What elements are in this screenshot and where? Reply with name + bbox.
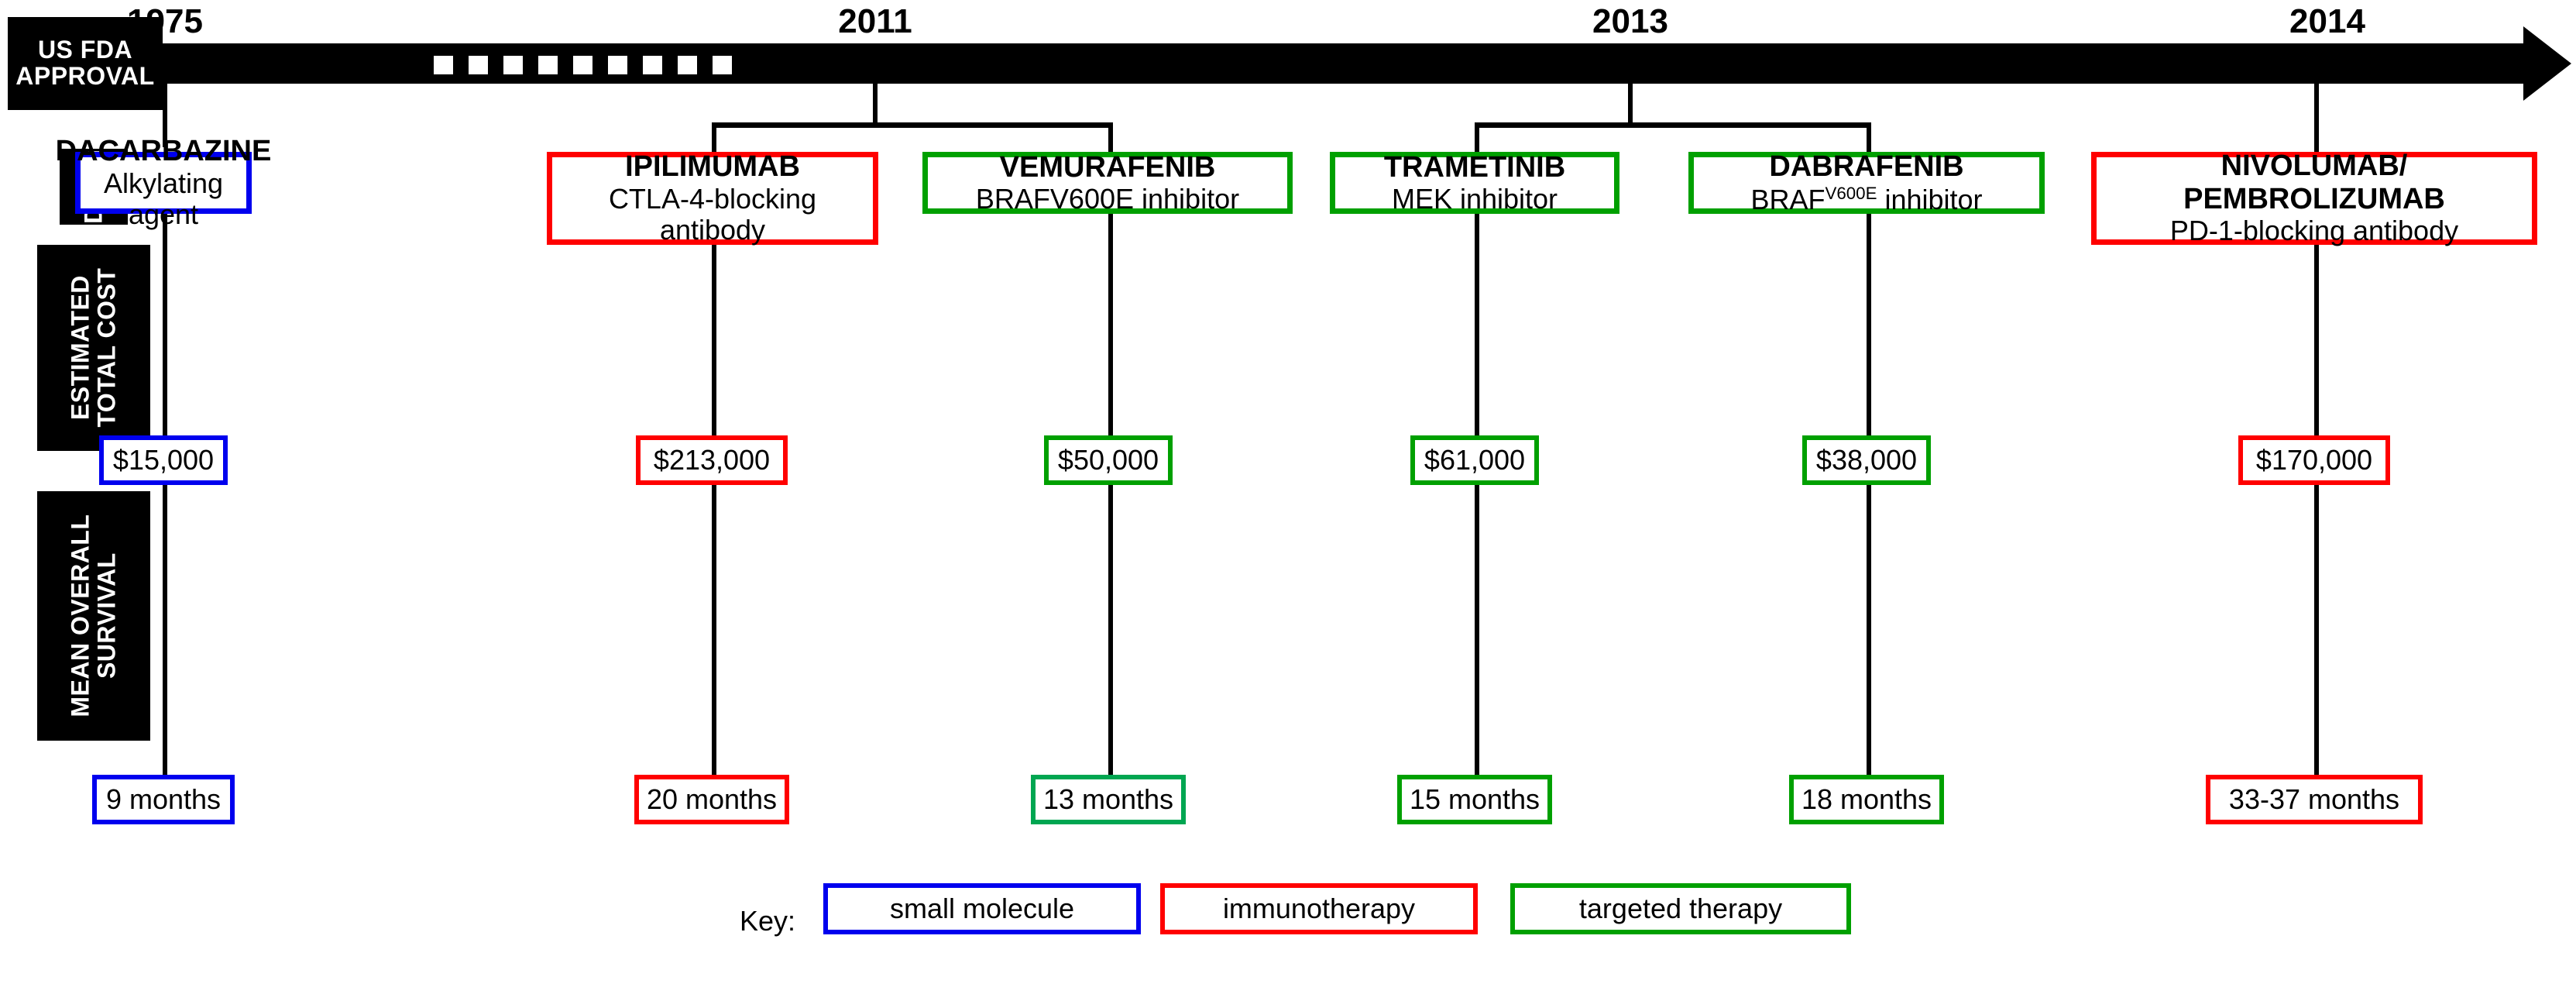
axis-title-block: US FDA APPROVAL bbox=[8, 17, 163, 110]
drug-box-dabrafenib[interactable]: DABRAFENIB BRAFV600E inhibitor bbox=[1688, 150, 2045, 215]
drug-box-ipilimumab[interactable]: IPILIMUMAB CTLA-4-blocking antibody bbox=[547, 150, 878, 246]
legend-item-small-molecule[interactable]: small molecule bbox=[823, 883, 1141, 934]
drug-name-dabrafenib: DABRAFENIB bbox=[1769, 150, 1964, 184]
connector-2014-stem bbox=[2314, 84, 2319, 152]
connector-2013-stem bbox=[1628, 84, 1633, 126]
cost-box-dabrafenib[interactable]: $38,000 bbox=[1802, 435, 1931, 485]
drug-box-trametinib[interactable]: TRAMETINIB MEK inhibitor bbox=[1330, 150, 1619, 215]
drug-class-dabrafenib-base: BRAF bbox=[1750, 183, 1826, 215]
cost-box-dacarbazine[interactable]: $15,000 bbox=[99, 435, 228, 485]
connector-2013-leg-trametinib bbox=[1475, 122, 1479, 152]
drug-class-trametinib: MEK inhibitor bbox=[1391, 183, 1558, 215]
drug-class-dabrafenib: BRAFV600E inhibitor bbox=[1750, 184, 1982, 215]
timeline-dash bbox=[538, 56, 558, 74]
timeline-dash bbox=[713, 56, 732, 74]
row-header-cost: ESTIMATED TOTAL COST bbox=[37, 245, 150, 451]
survival-box-ipilimumab[interactable]: 20 months bbox=[634, 775, 789, 824]
drug-name-vemurafenib: VEMURAFENIB bbox=[999, 150, 1216, 184]
drug-class-dabrafenib-sup: V600E bbox=[1825, 183, 1877, 203]
survival-box-dabrafenib[interactable]: 18 months bbox=[1789, 775, 1944, 824]
connector-1975-stem bbox=[163, 84, 167, 147]
connector-2013-leg-dabrafenib bbox=[1867, 122, 1871, 152]
cost-box-vemurafenib[interactable]: $50,000 bbox=[1044, 435, 1173, 485]
axis-title-line1: US FDA bbox=[37, 36, 133, 64]
cost-box-nivolumab-pembrolizumab[interactable]: $170,000 bbox=[2238, 435, 2390, 485]
connector-2011-crossbar bbox=[712, 122, 1113, 128]
timeline-dash bbox=[643, 56, 662, 74]
drug-name-pembrolizumab: PEMBROLIZUMAB bbox=[2183, 182, 2445, 215]
year-label-2013: 2013 bbox=[1592, 2, 1668, 40]
cost-box-ipilimumab[interactable]: $213,000 bbox=[636, 435, 788, 485]
drug-name-nivolumab: NIVOLUMAB/ bbox=[2221, 150, 2408, 183]
survival-box-dacarbazine[interactable]: 9 months bbox=[92, 775, 235, 824]
survival-box-trametinib[interactable]: 15 months bbox=[1397, 775, 1552, 824]
connector-2011-leg-vemurafenib bbox=[1108, 122, 1113, 152]
drug-name-dacarbazine: DACARBAZINE bbox=[55, 135, 272, 168]
timeline-dash bbox=[434, 56, 453, 74]
drug-class-nivolumab-pembrolizumab: PD-1-blocking antibody bbox=[2169, 215, 2459, 247]
drug-name-trametinib: TRAMETINIB bbox=[1383, 150, 1566, 184]
year-label-2011: 2011 bbox=[838, 2, 912, 40]
legend-item-immunotherapy[interactable]: immunotherapy bbox=[1160, 883, 1478, 934]
row-header-survival-line1: MEAN OVERALL bbox=[66, 514, 94, 717]
timeline-dash bbox=[503, 56, 523, 74]
row-header-cost-line1: ESTIMATED bbox=[66, 275, 94, 421]
legend-key-label: Key: bbox=[740, 905, 796, 937]
axis-title-line2: APPROVAL bbox=[15, 62, 155, 90]
legend-item-targeted-therapy[interactable]: targeted therapy bbox=[1510, 883, 1851, 934]
drug-class-ipilimumab: CTLA-4-blocking antibody bbox=[608, 182, 817, 246]
row-header-cost-line2: TOTAL COST bbox=[92, 268, 121, 428]
connector-2011-stem bbox=[873, 84, 878, 126]
row-header-survival: MEAN OVERALL SURVIVAL bbox=[37, 491, 150, 741]
timeline-dash bbox=[469, 56, 488, 74]
year-label-1975: 1975 bbox=[127, 2, 203, 40]
drug-name-ipilimumab: IPILIMUMAB bbox=[625, 150, 800, 184]
timeline-arrowhead bbox=[2523, 26, 2571, 101]
survival-box-nivolumab-pembrolizumab[interactable]: 33-37 months bbox=[2206, 775, 2423, 824]
row-header-survival-line2: SURVIVAL bbox=[92, 552, 120, 679]
timeline-dash bbox=[678, 56, 697, 74]
drug-box-nivolumab-pembrolizumab[interactable]: NIVOLUMAB/ PEMBROLIZUMAB PD-1-blocking a… bbox=[2091, 150, 2537, 247]
timeline-dash bbox=[573, 56, 592, 74]
drug-class-vemurafenib: BRAFV600E inhibitor bbox=[975, 183, 1240, 215]
connector-2013-crossbar bbox=[1475, 122, 1871, 128]
year-label-2014: 2014 bbox=[2289, 2, 2365, 40]
drug-box-vemurafenib[interactable]: VEMURAFENIB BRAFV600E inhibitor bbox=[922, 150, 1293, 215]
connector-2011-leg-ipilimumab bbox=[712, 122, 716, 152]
cost-box-trametinib[interactable]: $61,000 bbox=[1410, 435, 1539, 485]
drug-class-dabrafenib-tail: inhibitor bbox=[1877, 183, 1983, 215]
survival-box-vemurafenib[interactable]: 13 months bbox=[1031, 775, 1186, 824]
drug-box-dacarbazine[interactable]: DACARBAZINE Alkylating agent bbox=[56, 135, 272, 229]
timeline-dash bbox=[608, 56, 627, 74]
drug-class-dacarbazine: Alkylating agent bbox=[103, 167, 224, 231]
